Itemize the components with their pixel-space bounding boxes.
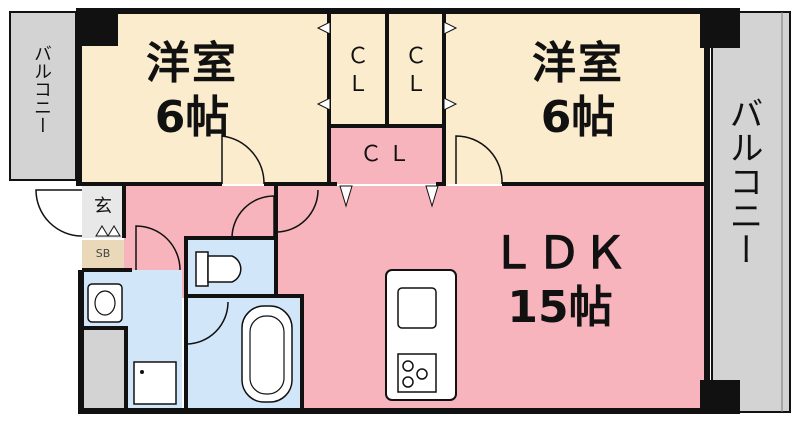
closet-3-label: ＣＬ bbox=[359, 142, 416, 167]
ldk-size: 15帖 bbox=[507, 282, 613, 333]
western-room-right bbox=[446, 12, 708, 184]
door-hall-upper bbox=[275, 189, 319, 233]
balcony-left bbox=[9, 11, 77, 181]
entrance-label: 玄 bbox=[94, 196, 112, 217]
bathtub-icon bbox=[241, 305, 293, 403]
ldk-name: ＬＤＫ bbox=[491, 228, 629, 279]
western-room-left-name: 洋室 bbox=[146, 38, 238, 89]
balcony-left-label: バルコニー bbox=[31, 44, 52, 134]
wall-outer-right bbox=[704, 8, 710, 414]
wall-outer-bottom bbox=[78, 408, 710, 414]
column-top-left bbox=[78, 8, 118, 46]
toilet-icon bbox=[195, 251, 242, 287]
shoe-box-label: SB bbox=[95, 247, 111, 260]
shoe-box-area bbox=[82, 240, 124, 268]
wall-wash-top bbox=[82, 268, 132, 272]
door-right-room bbox=[455, 135, 503, 185]
kitchen-counter bbox=[385, 269, 457, 401]
wall-bath-top bbox=[184, 294, 302, 298]
closet-2-label: ＣＬ bbox=[401, 44, 426, 100]
wall-outer-top bbox=[78, 8, 710, 14]
western-room-left bbox=[80, 12, 328, 184]
wall-h-closet bbox=[327, 124, 446, 128]
washing-machine-pan-icon bbox=[133, 361, 177, 405]
wall-storage-right bbox=[124, 326, 128, 410]
kitchen-sink-icon bbox=[397, 287, 437, 329]
washbasin-icon bbox=[87, 283, 123, 323]
door-wash bbox=[135, 225, 181, 271]
western-room-left-size: 6帖 bbox=[154, 92, 230, 143]
hall-area bbox=[124, 186, 276, 238]
closet-1-label: ＣＬ bbox=[343, 44, 368, 100]
door-entrance bbox=[35, 189, 83, 237]
wall-outer-left-top bbox=[76, 8, 82, 186]
wall-toilet-top bbox=[184, 236, 278, 240]
stove-icon bbox=[397, 353, 437, 393]
storage-gray bbox=[84, 328, 124, 410]
wall-room-bottom-right bbox=[502, 182, 708, 186]
wall-h-closet3-bottom bbox=[327, 182, 337, 186]
balcony-right bbox=[711, 11, 791, 413]
wall-hall-left bbox=[122, 186, 126, 238]
wall-room-bottom-mid bbox=[264, 182, 330, 186]
wall-bath-right bbox=[300, 294, 304, 410]
wall-room-bottom-left bbox=[80, 182, 222, 186]
column-bottom-right bbox=[700, 380, 740, 414]
closet-door-markers bbox=[95, 21, 458, 237]
wall-v-closet-mid bbox=[385, 12, 389, 126]
door-swings bbox=[35, 135, 503, 345]
wall-h-closet3-bottom-r bbox=[436, 182, 446, 186]
western-room-right-name: 洋室 bbox=[532, 38, 624, 89]
wall-outer-left-bottom bbox=[78, 270, 84, 414]
closet-2-area bbox=[388, 12, 444, 124]
column-top-right bbox=[700, 8, 740, 48]
door-hall-upper-2 bbox=[231, 195, 275, 239]
door-left-room bbox=[221, 135, 265, 185]
balcony-right-label: バルコニー bbox=[723, 96, 763, 266]
wall-storage-top bbox=[82, 326, 126, 330]
closet-1-area bbox=[330, 12, 386, 124]
wall-toilet-right bbox=[274, 186, 278, 298]
closet-3-area bbox=[330, 128, 444, 184]
door-bath bbox=[185, 301, 229, 345]
western-room-right-size: 6帖 bbox=[540, 92, 616, 143]
